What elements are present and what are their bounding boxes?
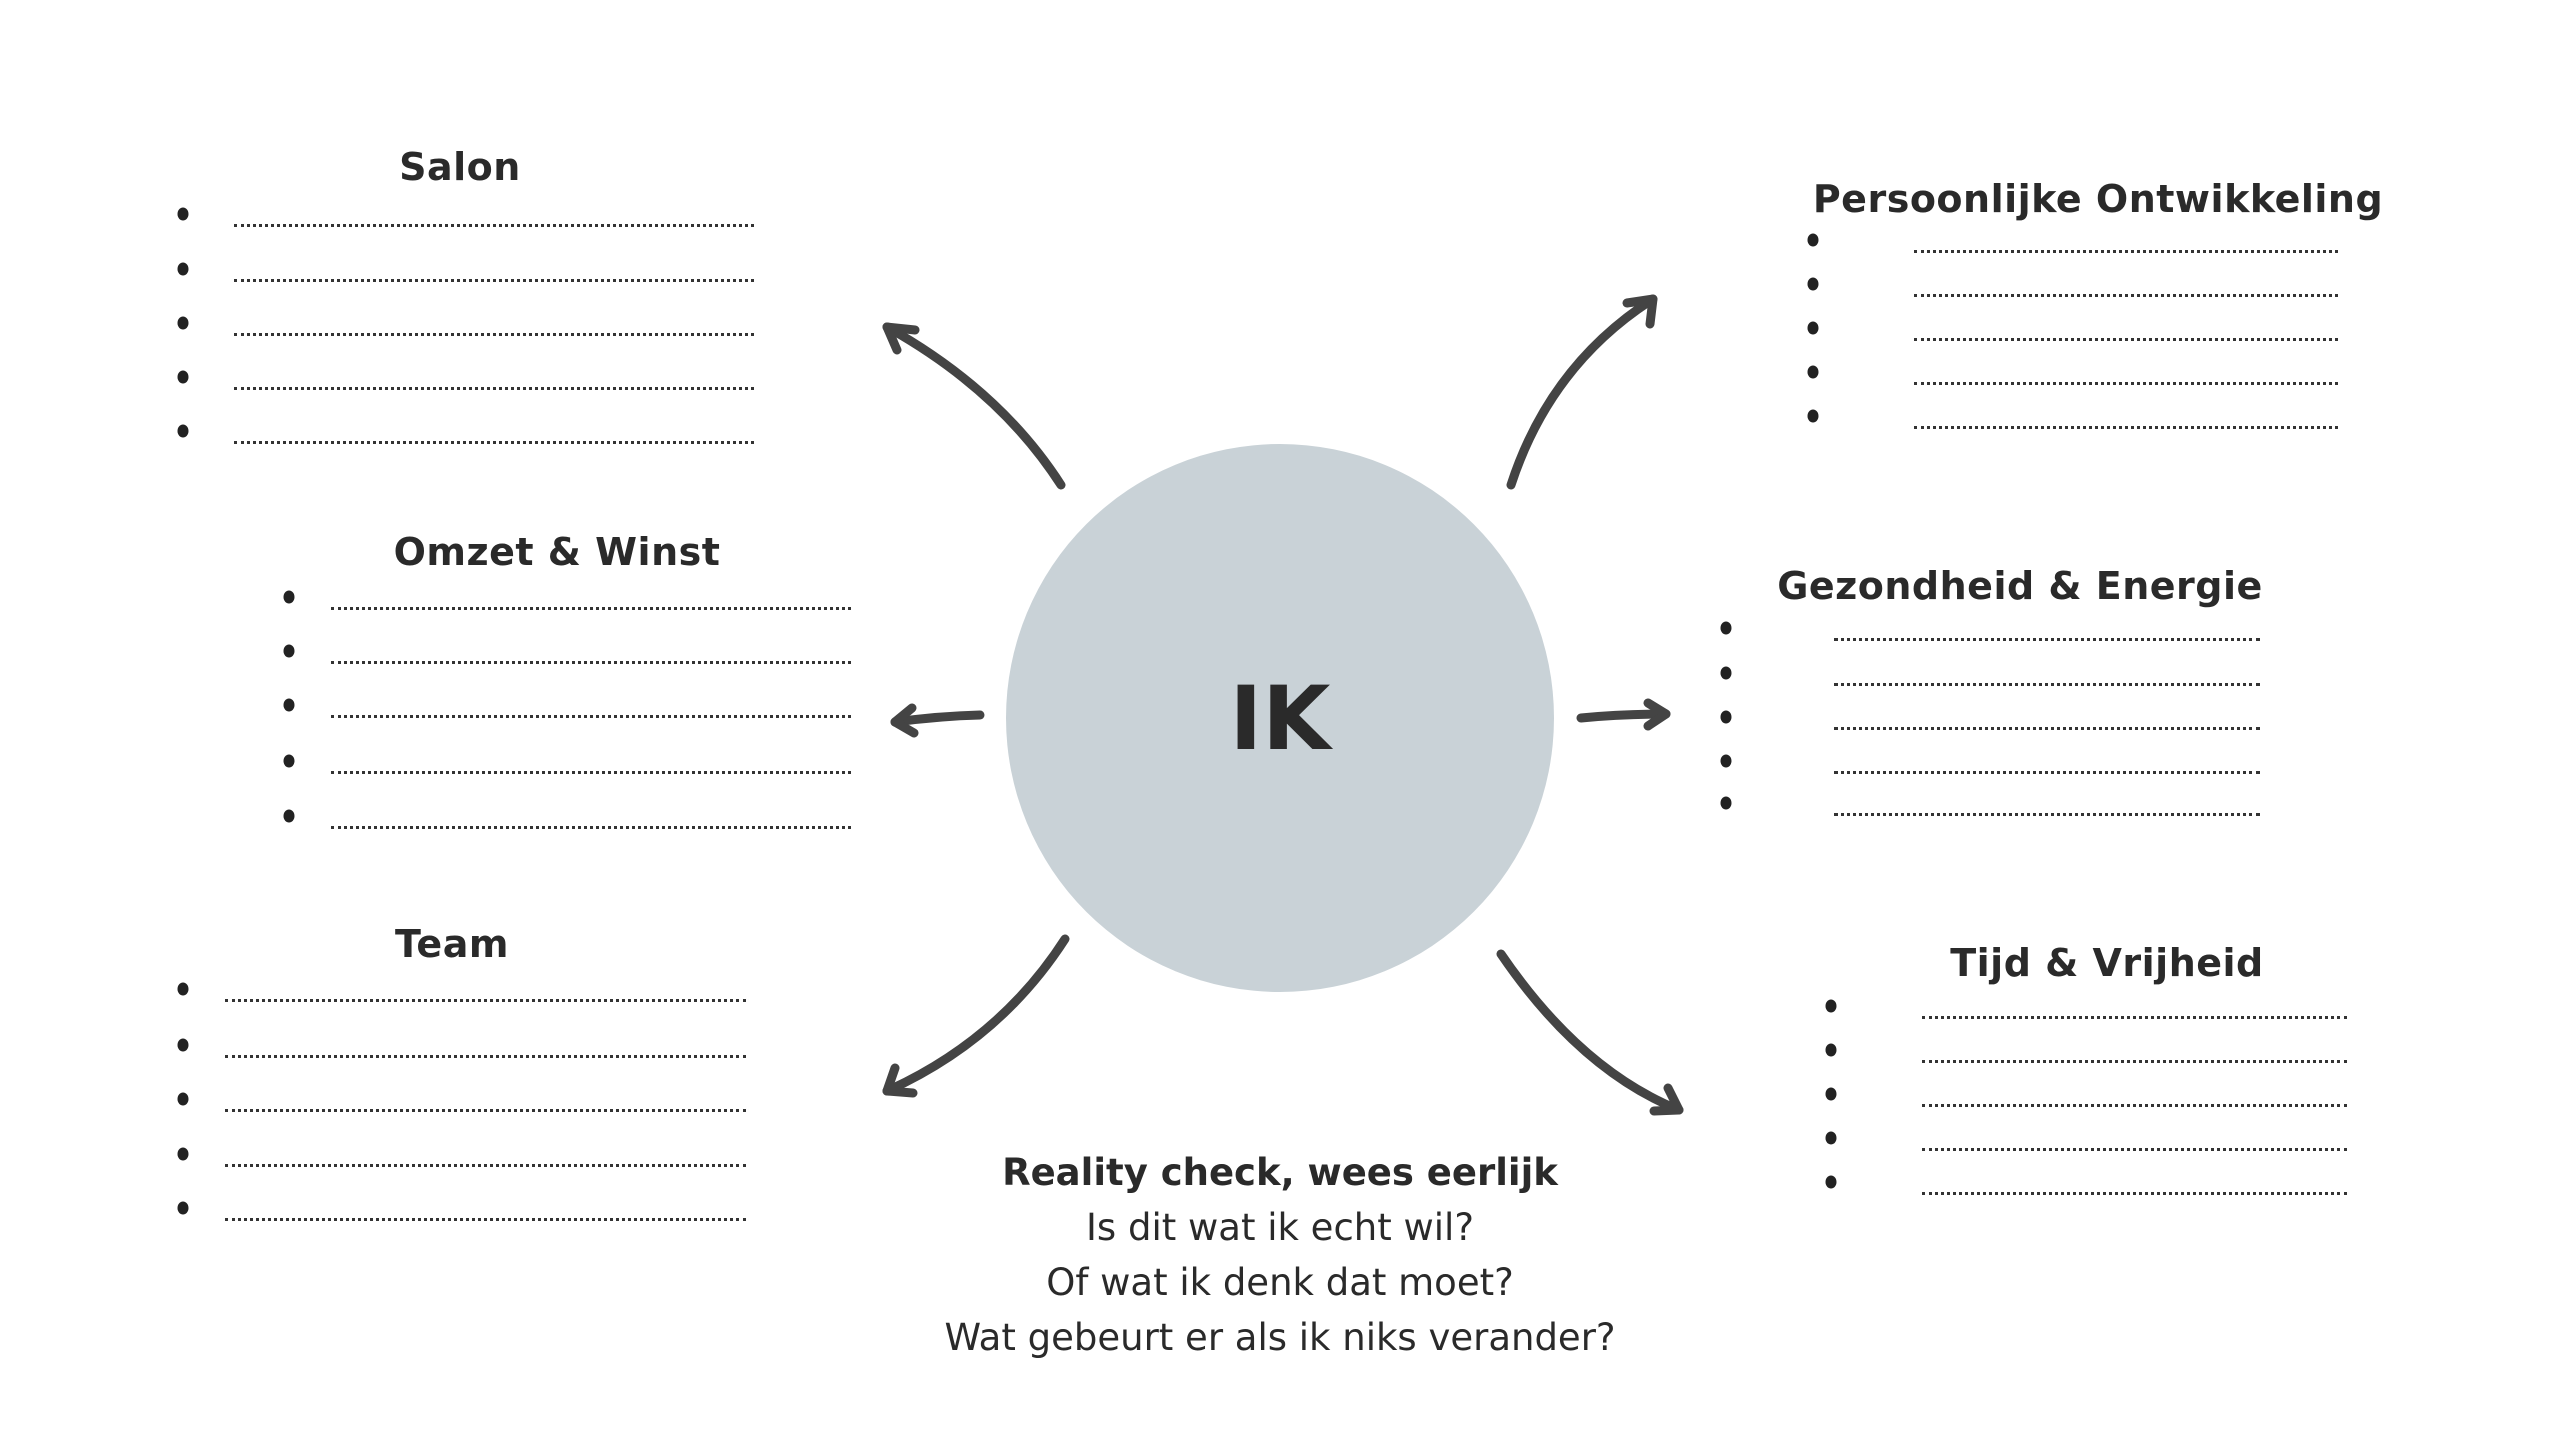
reality-check: Reality check, wees eerlijk Is dit wat i… [944, 1145, 1615, 1365]
fill-in-line[interactable] [1834, 727, 2260, 730]
bullet-icon [1807, 233, 1819, 247]
bullet-icon [177, 207, 189, 221]
bullet-icon [1807, 365, 1819, 379]
bullet-icon [1720, 666, 1732, 680]
fill-in-line[interactable] [331, 607, 851, 610]
bullet-icon [283, 698, 295, 712]
section-title: Persoonlijke Ontwikkeling [1812, 177, 2384, 221]
bullet-icon [177, 1038, 189, 1052]
fill-in-line[interactable] [1922, 1016, 2347, 1019]
fill-in-line[interactable] [1914, 294, 2338, 297]
bullet-icon [177, 982, 189, 996]
bullet-icon [1720, 754, 1732, 768]
fill-in-line[interactable] [234, 333, 754, 336]
bullet-icon [283, 590, 295, 604]
fill-in-line[interactable] [225, 1055, 746, 1058]
arrow-bottom-left-icon [882, 934, 1070, 1098]
section-title: Tijd & Vrijheid [1950, 941, 2264, 985]
bullet-icon [1825, 999, 1837, 1013]
bullet-icon [1825, 1043, 1837, 1057]
fill-in-line[interactable] [1834, 771, 2260, 774]
fill-in-line[interactable] [1922, 1104, 2347, 1107]
bullet-icon [283, 754, 295, 768]
bullet-icon [177, 370, 189, 384]
bullet-icon [1720, 710, 1732, 724]
reality-line: Wat gebeurt er als ik niks verander? [944, 1316, 1616, 1359]
fill-in-line[interactable] [331, 661, 851, 664]
bullet-icon [1825, 1131, 1837, 1145]
bullet-icon [177, 1201, 189, 1215]
bullet-icon [1807, 277, 1819, 291]
bullet-icon [177, 1147, 189, 1161]
bullet-icon [283, 644, 295, 658]
bullet-icon [177, 316, 189, 330]
bullet-icon [1825, 1087, 1837, 1101]
bullet-icon [1720, 621, 1732, 635]
bullet-icon [283, 809, 295, 823]
section-title: Omzet & Winst [393, 530, 721, 574]
center-label: IK [1229, 666, 1331, 770]
bullet-icon [177, 262, 189, 276]
bullet-icon [1825, 1175, 1837, 1189]
fill-in-line[interactable] [1914, 426, 2338, 429]
bullet-icon [1807, 321, 1819, 335]
fill-in-line[interactable] [225, 999, 746, 1002]
fill-in-line[interactable] [234, 441, 754, 444]
section-title: Salon [399, 145, 521, 189]
fill-in-line[interactable] [234, 387, 754, 390]
bullet-icon [177, 1092, 189, 1106]
center-circle: IK [1006, 444, 1554, 992]
arrow-top-left-icon [882, 322, 1066, 490]
fill-in-line[interactable] [225, 1164, 746, 1167]
fill-in-line[interactable] [225, 1109, 746, 1112]
fill-in-line[interactable] [1922, 1148, 2347, 1151]
fill-in-line[interactable] [234, 224, 754, 227]
fill-in-line[interactable] [331, 715, 851, 718]
arrow-top-right-icon [1506, 294, 1658, 490]
reality-line: Is dit wat ik echt wil? [1086, 1206, 1474, 1249]
section-title: Gezondheid & Energie [1777, 564, 2263, 608]
fill-in-line[interactable] [1834, 813, 2260, 816]
reality-line: Of wat ik denk dat moet? [1046, 1261, 1514, 1304]
arrow-bottom-right-icon [1496, 949, 1684, 1116]
arrow-left-icon [890, 703, 985, 738]
fill-in-line[interactable] [331, 826, 851, 829]
fill-in-line[interactable] [1834, 638, 2260, 641]
fill-in-line[interactable] [1922, 1192, 2347, 1195]
fill-in-line[interactable] [1914, 250, 2338, 253]
bullet-icon [1720, 796, 1732, 810]
fill-in-line[interactable] [1922, 1060, 2347, 1063]
section-title: Team [395, 922, 509, 966]
bullet-icon [1807, 409, 1819, 423]
fill-in-line[interactable] [225, 1218, 746, 1221]
fill-in-line[interactable] [331, 771, 851, 774]
reality-heading: Reality check, wees eerlijk [1002, 1151, 1558, 1194]
arrow-right-icon [1576, 698, 1671, 731]
fill-in-line[interactable] [1834, 683, 2260, 686]
fill-in-line[interactable] [1914, 338, 2338, 341]
fill-in-line[interactable] [234, 279, 754, 282]
bullet-icon [177, 424, 189, 438]
fill-in-line[interactable] [1914, 382, 2338, 385]
